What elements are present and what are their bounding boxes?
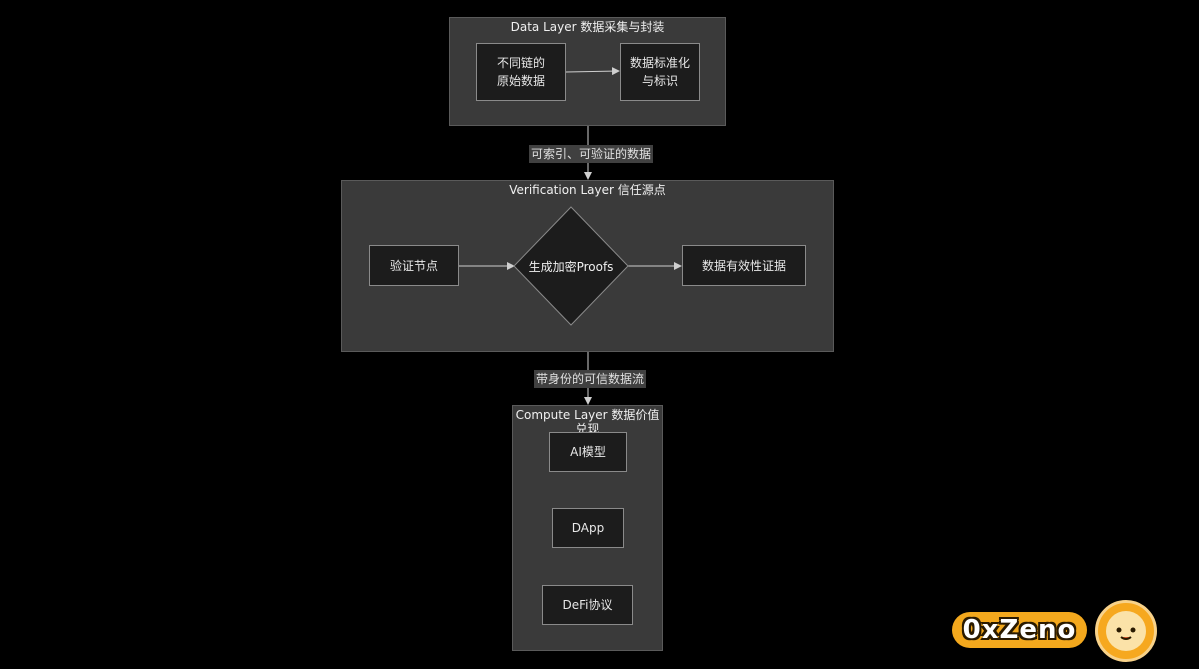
data-layer-title: Data Layer 数据采集与封装 bbox=[510, 20, 665, 34]
mascot-avatar-icon bbox=[1095, 600, 1157, 662]
raw-chain-data-label: 不同链的 原始数据 bbox=[496, 56, 545, 88]
edge-label-trusted-stream: 带身份的可信数据流 bbox=[534, 370, 647, 388]
standardize-data-node: 数据标准化 与标识 bbox=[620, 43, 700, 101]
validity-proof-node: 数据有效性证据 bbox=[682, 245, 806, 286]
verification-layer-title: Verification Layer 信任源点 bbox=[509, 183, 666, 197]
dapp-node: DApp bbox=[552, 508, 624, 548]
proofs-diamond-label: 生成加密Proofs bbox=[528, 260, 614, 274]
brand-logo: 0xZeno bbox=[952, 612, 1087, 648]
verify-node: 验证节点 bbox=[369, 245, 459, 286]
edge-label-indexable-data: 可索引、可验证的数据 bbox=[529, 145, 654, 163]
verify-node-label: 验证节点 bbox=[389, 258, 438, 273]
dapp-label: DApp bbox=[571, 521, 605, 535]
ai-model-node: AI模型 bbox=[549, 432, 627, 472]
raw-chain-data-node: 不同链的 原始数据 bbox=[476, 43, 566, 101]
arrow-raw-to-standardize bbox=[565, 67, 620, 76]
ai-model-label: AI模型 bbox=[570, 445, 606, 459]
defi-protocol-label: DeFi协议 bbox=[562, 598, 613, 612]
standardize-data-label: 数据标准化 与标识 bbox=[629, 56, 690, 88]
defi-protocol-node: DeFi协议 bbox=[542, 585, 633, 625]
validity-proof-label: 数据有效性证据 bbox=[701, 258, 786, 273]
brand-logo-text: 0xZeno bbox=[962, 615, 1077, 645]
proofs-diamond bbox=[513, 206, 629, 326]
